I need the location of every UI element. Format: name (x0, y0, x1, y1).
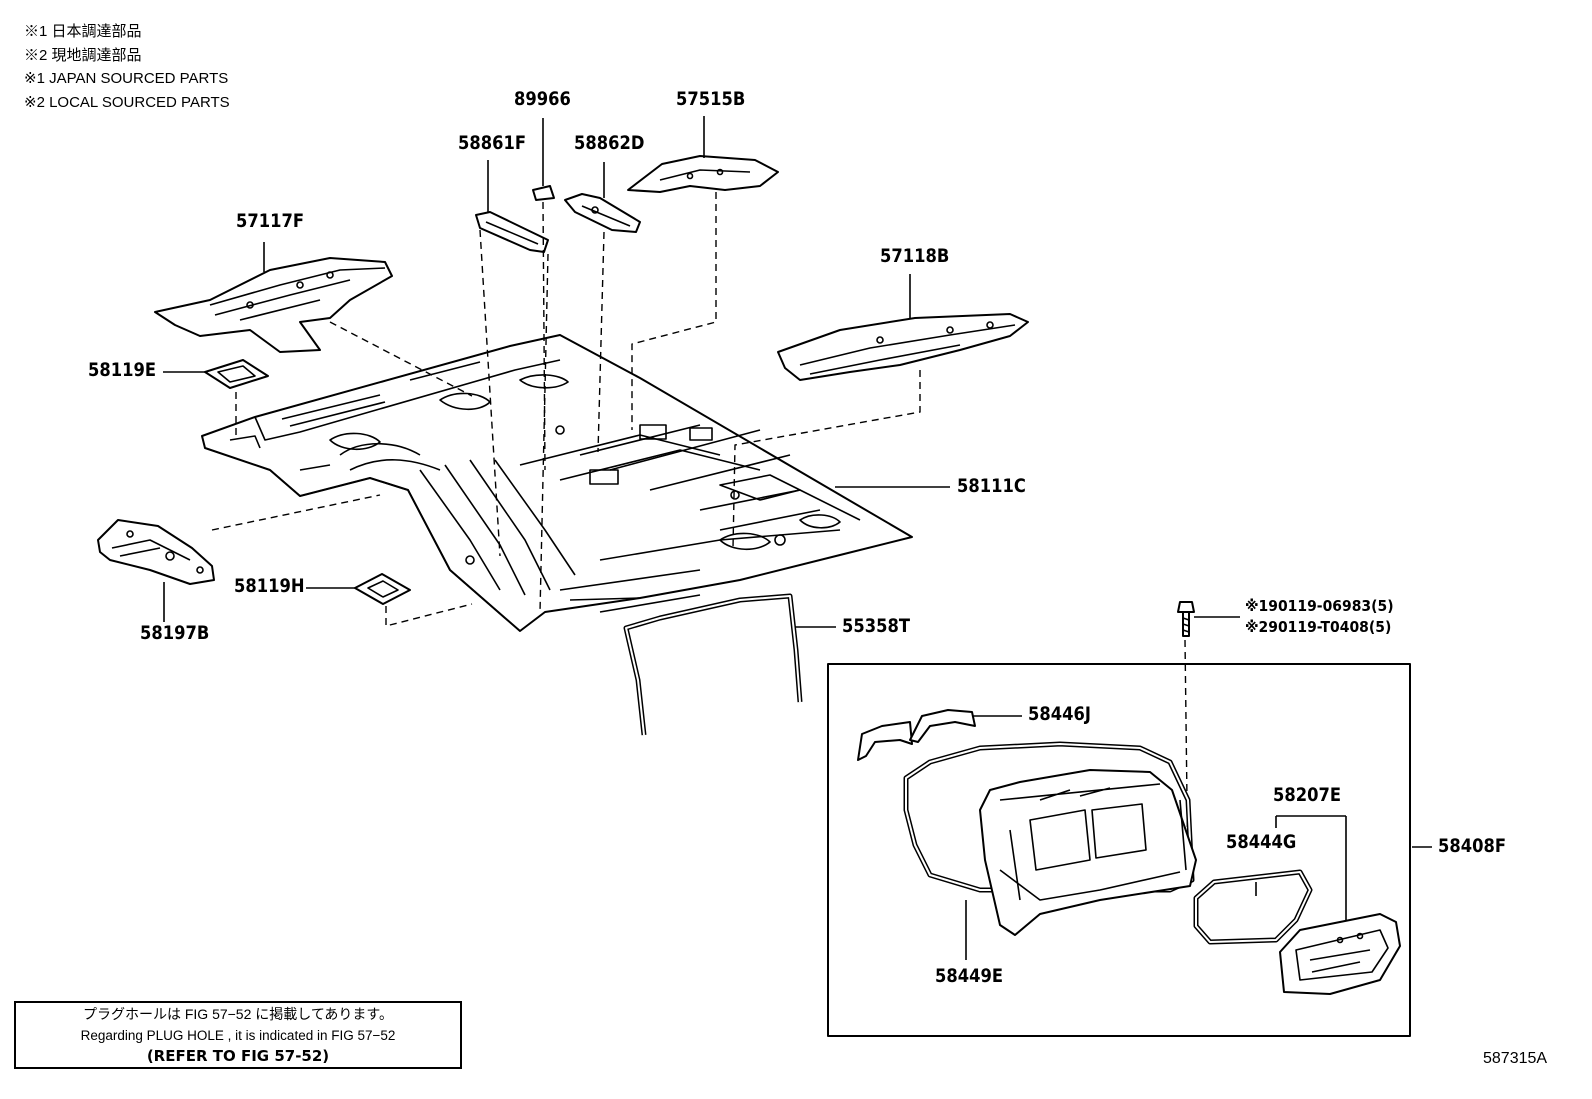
floor-pan-drawing (201, 334, 913, 632)
leader-lines (163, 116, 1432, 960)
bolt-part (1177, 601, 1195, 637)
bolt-ref-local: ※290119-T0408(5) (1245, 618, 1392, 636)
figure-id: 587315A (1483, 1050, 1548, 1067)
floor-extension-57118B (777, 313, 1029, 381)
bracket-58197B (97, 519, 215, 585)
label-57118B: 57118B (880, 245, 950, 267)
label-58197B: 58197B (140, 622, 210, 644)
bracket-58862D (564, 193, 641, 233)
assembly-box-58408F (827, 663, 1411, 1037)
legend-line-3: ※1 JAPAN SOURCED PARTS (24, 70, 229, 87)
bracket-58446J (857, 709, 976, 761)
label-58449E: 58449E (935, 965, 1004, 987)
label-57515B: 57515B (676, 88, 746, 110)
bolt-ref-japan: ※190119-06983(5) (1245, 597, 1394, 615)
note-line-3: (REFER TO FIG 57-52) (146, 1047, 330, 1065)
legend-line-1: ※1 日本調達部品 (24, 23, 142, 40)
label-58862D: 58862D (574, 132, 645, 154)
label-58207E: 58207E (1273, 784, 1342, 806)
cover-58207E (1279, 913, 1401, 995)
label-58444G: 58444G (1226, 831, 1297, 853)
bracket-57515B (627, 155, 779, 193)
legend-line-2: ※2 現地調達部品 (24, 46, 142, 64)
label-89966: 89966 (514, 88, 571, 110)
sourcing-legend: ※1 日本調達部品 ※2 現地調達部品 ※1 JAPAN SOURCED PAR… (24, 20, 230, 114)
label-57117F: 57117F (236, 210, 305, 232)
seal-58444G (1193, 869, 1313, 945)
label-58119E: 58119E (88, 359, 157, 381)
label-55358T: 55358T (842, 615, 910, 637)
label-58861F: 58861F (458, 132, 527, 154)
pad-58119H (354, 573, 411, 605)
clip-89966 (532, 185, 555, 201)
note-line-1: プラグホールは FIG 57−52 に掲載してあります。 (82, 1006, 394, 1022)
bracket-58861F (475, 211, 549, 253)
lid-panel-58408F (979, 769, 1197, 936)
legend-line-4: ※2 LOCAL SOURCED PARTS (24, 93, 230, 111)
weatherstrip-55358T (623, 593, 803, 736)
pad-58119E (204, 359, 269, 389)
plug-hole-note: プラグホールは FIG 57−52 に掲載してあります。 Regarding P… (14, 1001, 462, 1069)
floor-extension-57117F (154, 257, 393, 353)
label-58408F: 58408F (1438, 835, 1507, 857)
label-58119H: 58119H (234, 575, 305, 597)
note-line-2: Regarding PLUG HOLE , it is indicated in… (80, 1028, 396, 1043)
dashed-connectors (211, 192, 1189, 881)
label-58446J: 58446J (1028, 703, 1091, 725)
label-58111C: 58111C (957, 475, 1026, 497)
